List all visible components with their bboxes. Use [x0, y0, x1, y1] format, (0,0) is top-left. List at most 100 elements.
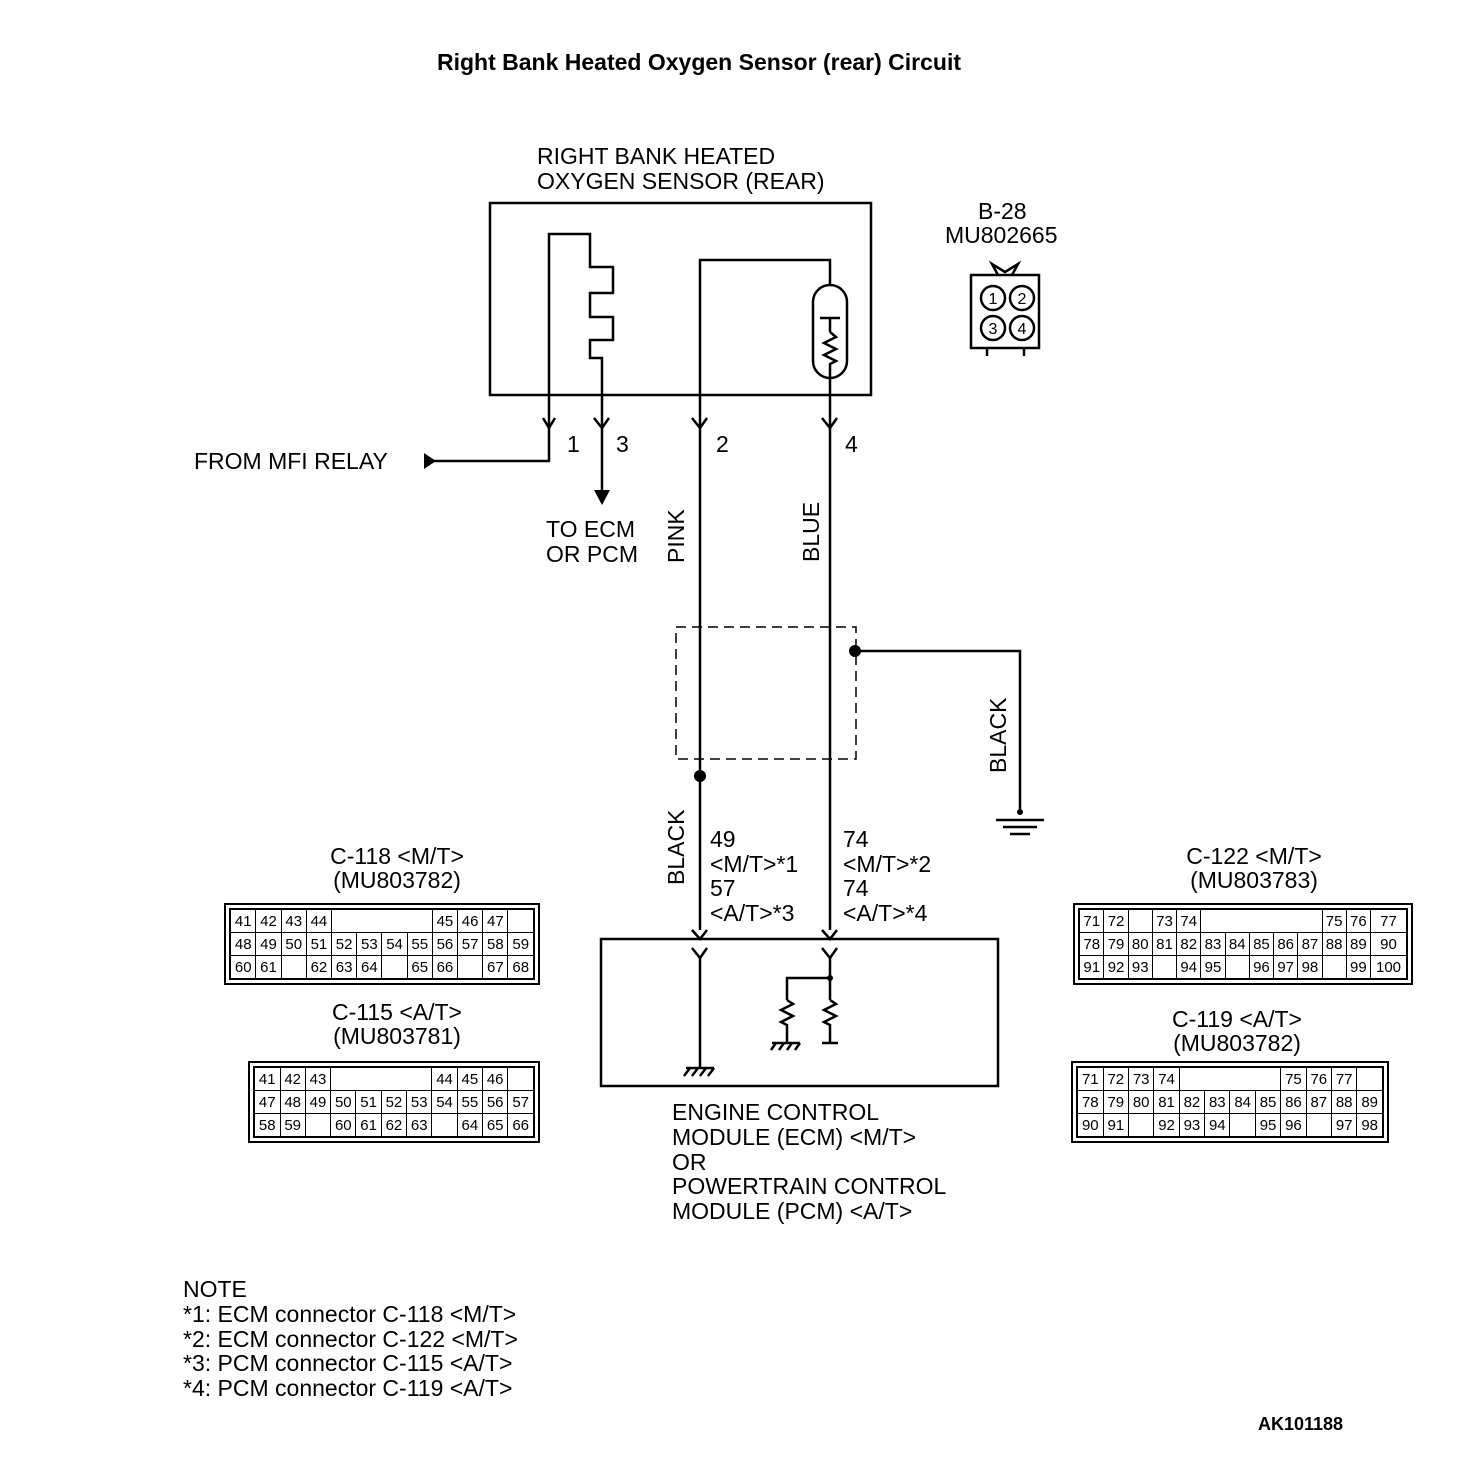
- c115-title: C-115 <A/T>: [332, 999, 462, 1025]
- pin-number: 84: [1224, 932, 1250, 956]
- pin-number: 71: [1076, 1066, 1104, 1091]
- page-title: Right Bank Heated Oxygen Sensor (rear) C…: [437, 49, 962, 75]
- c118-title: C-118 <M/T>: [330, 843, 464, 869]
- pin-number: 52: [380, 1090, 408, 1114]
- pin-number: 83: [1204, 1090, 1231, 1114]
- pink-wire-label: PINK: [663, 509, 689, 563]
- pin-number: 75: [1321, 908, 1347, 933]
- note-4: *4: PCM connector C-119 <A/T>: [183, 1375, 513, 1401]
- pin-number: 42: [279, 1066, 306, 1091]
- pin-number: 89: [1345, 932, 1372, 956]
- module-label-line5: MODULE (PCM) <A/T>: [672, 1198, 913, 1224]
- shield-box: [675, 626, 857, 760]
- pin-number: 88: [1330, 1090, 1358, 1114]
- splice-dot: [694, 770, 706, 782]
- pin-number: 51: [305, 932, 333, 956]
- pin-1-label: 1: [567, 431, 580, 457]
- pin-number: 98: [1297, 955, 1323, 980]
- blue-wire-label: BLUE: [798, 501, 824, 562]
- module-label-line1: ENGINE CONTROL: [672, 1099, 880, 1125]
- empty-pin: [1230, 1114, 1255, 1138]
- pin-number: 78: [1076, 1090, 1104, 1114]
- b28-part-number: MU802665: [945, 222, 1058, 248]
- pin-number: 65: [482, 1113, 509, 1138]
- pin-number: 82: [1176, 932, 1202, 956]
- pin-number: 64: [456, 1113, 484, 1138]
- pin-number: 84: [1229, 1090, 1256, 1114]
- pin-number: 97: [1273, 955, 1299, 980]
- pin-number: 87: [1297, 932, 1323, 956]
- pin-number: 47: [482, 908, 509, 933]
- pin-number: 64: [356, 955, 383, 980]
- empty-pin: [458, 956, 483, 980]
- pin-number: 53: [406, 1090, 433, 1114]
- pin-number: 54: [381, 932, 408, 956]
- connector-key-slot: [331, 908, 433, 933]
- pin-number: 47: [253, 1090, 281, 1114]
- connector-key-slot: [1200, 908, 1323, 933]
- ecm-right-pin-l4: <A/T>*4: [843, 900, 928, 926]
- pin-number: 79: [1102, 1090, 1129, 1114]
- pin-number: 49: [255, 932, 282, 956]
- b28-pin-1: 1: [989, 291, 998, 308]
- pin-number: 53: [356, 932, 383, 956]
- pin-number: 42: [255, 908, 282, 933]
- c115-part: (MU803781): [333, 1023, 461, 1049]
- empty-pin: [305, 1114, 330, 1138]
- pin-number: 76: [1305, 1066, 1332, 1091]
- pin-number: 99: [1345, 955, 1372, 980]
- b28-connector-id: B-28: [978, 198, 1027, 224]
- c118-part: (MU803782): [333, 867, 461, 893]
- empty-pin: [508, 909, 534, 933]
- pin-number: 73: [1151, 908, 1178, 933]
- connector-key-slot: [1178, 1066, 1282, 1091]
- module-label-line2: MODULE (ECM) <M/T>: [672, 1124, 917, 1150]
- pin-number: 96: [1248, 955, 1275, 980]
- pin-number: 61: [355, 1113, 382, 1138]
- c119-part: (MU803782): [1173, 1030, 1301, 1056]
- pin-2-label: 2: [716, 431, 729, 457]
- black-wire-label: BLACK: [663, 809, 689, 885]
- pin-number: 41: [229, 908, 257, 933]
- pin-number: 46: [482, 1066, 509, 1091]
- ecm-left-pin-l2: <M/T>*1: [710, 851, 799, 877]
- pin-number: 79: [1103, 932, 1129, 956]
- pin-number: 91: [1102, 1113, 1129, 1138]
- module-label-line4: POWERTRAIN CONTROL: [672, 1173, 947, 1199]
- connector-key-slot: [330, 1066, 433, 1091]
- pin-number: 86: [1280, 1090, 1307, 1114]
- pin-number: 63: [406, 1113, 433, 1138]
- ecm-left-pin-l1: 49: [710, 826, 736, 852]
- pin-number: 78: [1078, 932, 1105, 956]
- ecm-right-pin-l2: <M/T>*2: [843, 851, 932, 877]
- pin-number: 86: [1273, 932, 1299, 956]
- empty-pin: [1128, 909, 1152, 933]
- empty-pin: [432, 1114, 457, 1138]
- pin-number: 48: [229, 932, 257, 956]
- pin-number: 50: [330, 1090, 357, 1114]
- pin-number: 56: [482, 1090, 509, 1114]
- pin-number: 90: [1370, 932, 1408, 956]
- pin-number: 77: [1370, 908, 1408, 933]
- pin-number: 74: [1153, 1066, 1180, 1091]
- pin-number: 58: [482, 932, 509, 956]
- pin-number: 45: [431, 908, 459, 933]
- pin-number: 73: [1127, 1066, 1155, 1091]
- pin-number: 67: [482, 955, 509, 980]
- pin-number: 48: [279, 1090, 306, 1114]
- pin-number: 45: [456, 1066, 484, 1091]
- to-ecm-line1: TO ECM: [546, 516, 636, 542]
- pin-number: 93: [1127, 955, 1153, 980]
- sensor-label-line1: RIGHT BANK HEATED: [537, 143, 776, 169]
